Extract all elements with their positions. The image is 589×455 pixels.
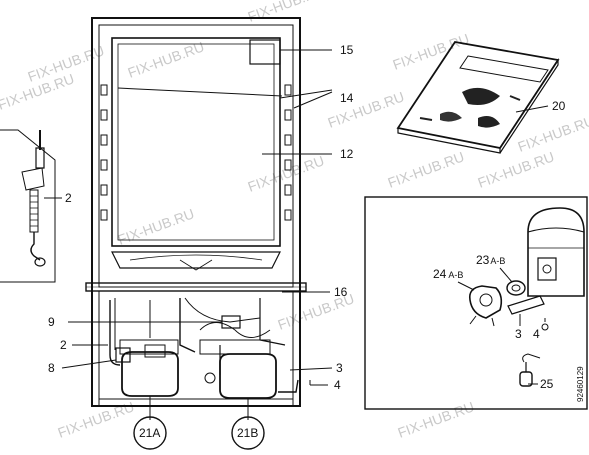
watermarks: FIX-HUB.RU FIX-HUB.RU FIX-HUB.RU FIX-HUB… [0,0,589,441]
compressor-21b [199,339,277,399]
label-20: 20 [552,99,566,113]
label-3: 3 [336,361,343,375]
label-4-screw: 4 [533,327,540,341]
label-16: 16 [334,285,348,299]
label-2-cable: 2 [60,338,67,352]
watermark: FIX-HUB.RU [246,0,327,25]
heater-inset [0,129,56,283]
label-15: 15 [340,43,354,57]
watermark: FIX-HUB.RU [116,205,197,247]
cabinet [85,17,307,407]
label-4: 4 [334,378,341,392]
document-code: 92460129 [576,366,585,402]
label-8: 8 [48,361,55,375]
thermostat-box [249,39,281,65]
compressor-21a [119,339,179,397]
watermark: FIX-HUB.RU [126,38,207,80]
watermark: FIX-HUB.RU [516,112,589,154]
label-21b: 21B [237,426,258,440]
watermark: FIX-HUB.RU [391,30,472,72]
label-12: 12 [340,147,354,161]
label-25: 25 [540,377,554,391]
label-3-clip: 3 [515,327,522,341]
label-9: 9 [48,315,55,329]
watermark: FIX-HUB.RU [476,148,557,190]
callout-circle-21b [231,416,265,450]
watermark: FIX-HUB.RU [56,398,137,440]
label-23: 23A-B [476,253,505,267]
callout-circle-21a [133,416,167,450]
shelf-rails [100,84,292,221]
watermark: FIX-HUB.RU [326,88,407,130]
door-panel [396,41,560,154]
label-21a: 21A [139,426,160,440]
label-14: 14 [340,91,354,105]
watermark: FIX-HUB.RU [396,398,477,440]
watermark: FIX-HUB.RU [386,148,467,190]
compressor-inset [364,196,588,410]
leader-lines [44,49,549,420]
label-2-heater: 2 [65,191,72,205]
